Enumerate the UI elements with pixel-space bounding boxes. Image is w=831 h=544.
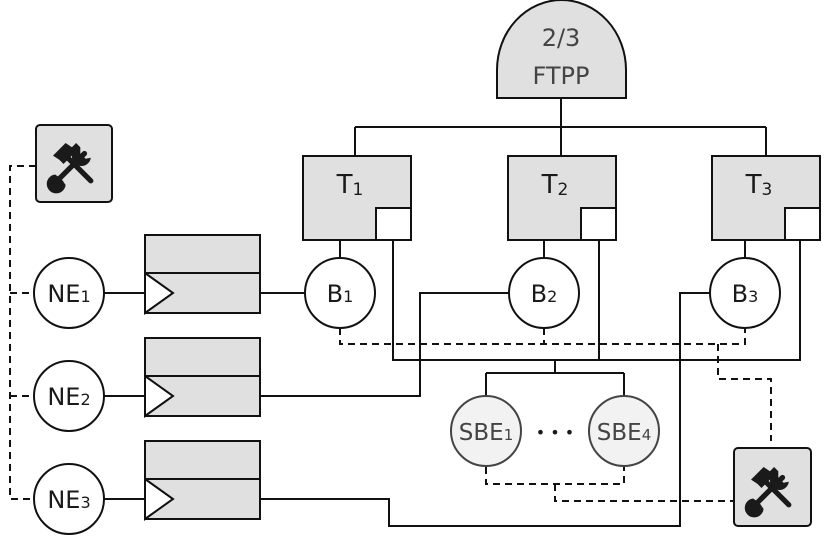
wiring bbox=[104, 98, 801, 527]
maintenance-wiring bbox=[9, 165, 772, 502]
voter-name-label: FTPP bbox=[533, 62, 590, 90]
svg-text:B1: B1 bbox=[327, 280, 354, 308]
ftpp-voter-gate[interactable]: 2/3 FTPP bbox=[496, 0, 627, 99]
task-port bbox=[375, 207, 412, 241]
task-port bbox=[580, 207, 617, 241]
sbe-node-1[interactable]: SBE1 bbox=[450, 395, 522, 467]
svg-text:NE1: NE1 bbox=[47, 280, 90, 308]
svg-text:T1: T1 bbox=[336, 170, 364, 200]
svg-text:B2: B2 bbox=[531, 280, 558, 308]
network-element-2[interactable]: NE2 bbox=[33, 360, 105, 432]
voter-ratio-label: 2/3 bbox=[542, 24, 581, 52]
network-element-1[interactable]: NE1 bbox=[33, 257, 105, 329]
maintenance-box-left[interactable] bbox=[35, 124, 113, 203]
task-port bbox=[784, 207, 821, 241]
svg-text:T2: T2 bbox=[541, 170, 569, 200]
task-label: T bbox=[541, 170, 558, 200]
task-box-3[interactable]: T3 bbox=[711, 155, 821, 241]
svg-text:B3: B3 bbox=[732, 280, 759, 308]
clock-input-icon bbox=[144, 477, 175, 521]
clock-input-icon bbox=[144, 271, 175, 315]
network-element-3[interactable]: NE3 bbox=[33, 463, 105, 535]
sbe-node-4[interactable]: SBE4 bbox=[588, 395, 660, 467]
task-box-1[interactable]: T1 bbox=[302, 155, 412, 241]
svg-text:NE3: NE3 bbox=[47, 486, 90, 514]
svg-text:T3: T3 bbox=[745, 170, 773, 200]
sbe-ellipsis: • • • bbox=[536, 423, 574, 442]
maintenance-box-right[interactable] bbox=[733, 447, 812, 527]
bus-node-1[interactable]: B1 bbox=[304, 257, 376, 329]
svg-text:SBE1: SBE1 bbox=[459, 420, 513, 446]
task-label: T bbox=[336, 170, 353, 200]
queue-block-3[interactable] bbox=[144, 440, 261, 521]
queue-block-2[interactable] bbox=[144, 337, 261, 418]
bus-node-2[interactable]: B2 bbox=[508, 257, 580, 329]
svg-text:SBE4: SBE4 bbox=[597, 420, 651, 446]
clock-input-icon bbox=[144, 374, 175, 418]
svg-text:NE2: NE2 bbox=[47, 383, 90, 411]
bus-node-3[interactable]: B3 bbox=[709, 257, 781, 329]
queue-block-1[interactable] bbox=[144, 234, 261, 315]
task-label: T bbox=[745, 170, 762, 200]
task-box-2[interactable]: T2 bbox=[507, 155, 617, 241]
